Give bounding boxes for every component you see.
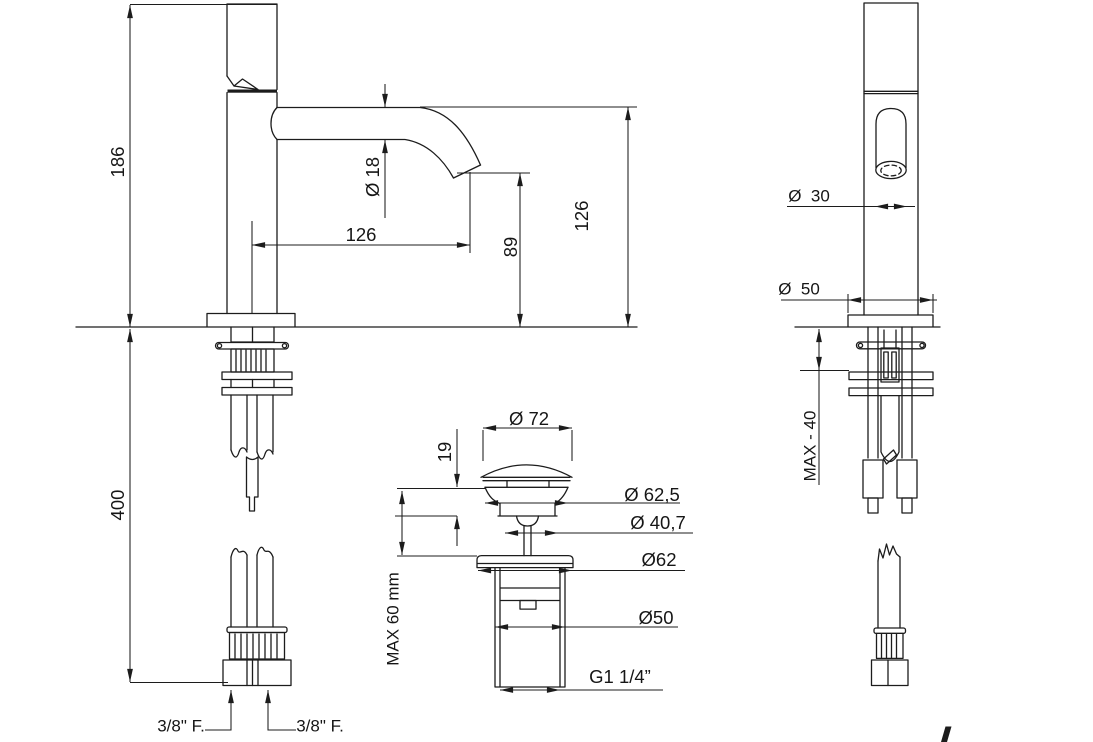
cartridge: [880, 347, 900, 383]
plug-cap-base: [482, 476, 571, 482]
horseshoe-washer: [214, 341, 290, 350]
studs: [867, 326, 913, 459]
spout-opening: [875, 160, 907, 180]
dim-label-body-diameter: Ø 30: [788, 186, 830, 206]
popup-rod: [245, 456, 259, 512]
body-outline: [226, 92, 278, 315]
center-hose-front: [880, 394, 900, 463]
hoses-break-top: [230, 546, 274, 558]
single-hose-collar: [873, 627, 907, 635]
single-hose-nut: [870, 659, 909, 687]
dim-label-plug-top-diameter: Ø 62,5: [624, 483, 680, 505]
horseshoe-washer-front: [855, 341, 927, 350]
column-outline: [863, 2, 919, 316]
dim-label-base-diameter: Ø 50: [778, 279, 820, 299]
single-hose-tube: [877, 556, 901, 629]
faucet-side-view: [75, 3, 638, 687]
base-flange-front: [847, 314, 934, 328]
fixing-washer-front: [848, 371, 934, 381]
aerator-ring: [880, 164, 902, 177]
dim-label-spout-tip-height: 89: [499, 236, 521, 258]
plug-dome-cap: [480, 464, 573, 478]
single-hose-break: [877, 543, 901, 562]
hose-nuts: [222, 659, 292, 687]
spout-mouth: [452, 164, 482, 179]
hose-rib-detail: [882, 449, 898, 465]
spout-front-capsule: [875, 107, 907, 169]
handle-gap-band: [227, 89, 277, 93]
drain-plug-view: [476, 464, 574, 688]
dim-label-hose-length: 400: [106, 489, 128, 521]
spout-bottom: [276, 138, 455, 179]
dim-label-plug-body-diameter: Ø50: [638, 606, 674, 628]
dim-label-spout-diameter: Ø 18: [361, 156, 383, 198]
fixing-nut-front: [848, 387, 934, 397]
thread-ribs: [235, 349, 267, 372]
brand-logo-fragment: [941, 726, 952, 742]
fixing-washer: [221, 371, 293, 381]
plug-seat: [515, 515, 540, 527]
base-flange: [206, 312, 296, 328]
hoses-lower: [230, 554, 274, 628]
hose-collar: [226, 626, 288, 634]
handle-split-lines: [863, 90, 919, 95]
threaded-shank: [230, 348, 275, 373]
dimension-lines: [127, 3, 937, 731]
dim-label-plug-cap-height: 19: [433, 441, 455, 463]
spout-root-curve: [270, 106, 278, 141]
single-hose-ribbed: [875, 632, 904, 660]
dim-label-outlet-height: 126: [570, 200, 592, 232]
plug-trumpet: [484, 486, 569, 517]
dim-label-plug-waist-diameter: Ø 40,7: [630, 511, 686, 533]
faucet-front-view: [794, 2, 941, 687]
drain-notch: [519, 599, 537, 610]
dim-label-hose-fitting-right: 3/8" F.: [296, 716, 344, 736]
dim-label-plug-thread: G1 1/4”: [589, 665, 651, 687]
hose-connector-right: [896, 459, 918, 499]
handle-lever-detail: [226, 75, 259, 91]
spout-top: [276, 106, 482, 166]
hoses-upper: [230, 394, 274, 453]
dim-label-spout-reach: 126: [345, 223, 377, 245]
dim-label-total-height: 186: [106, 146, 128, 178]
handle-outline: [226, 3, 278, 91]
dim-label-hose-fitting-left: 3/8" F.: [157, 716, 205, 736]
hose-ribbed: [228, 631, 286, 660]
dim-label-plug-flange-diameter: Ø62: [641, 548, 677, 570]
dim-label-plug-cap-diameter: Ø 72: [508, 407, 550, 429]
dim-label-max-basin-thickness: MAX 60 mm: [383, 572, 403, 666]
dim-label-max-deck-thickness: MAX - 40: [800, 410, 820, 482]
shank: [230, 326, 275, 343]
fixing-nut: [221, 386, 293, 396]
hose-connector-left: [862, 459, 884, 499]
drain-flange: [476, 554, 574, 569]
plug-stem: [523, 525, 532, 557]
hoses-break: [230, 447, 274, 460]
